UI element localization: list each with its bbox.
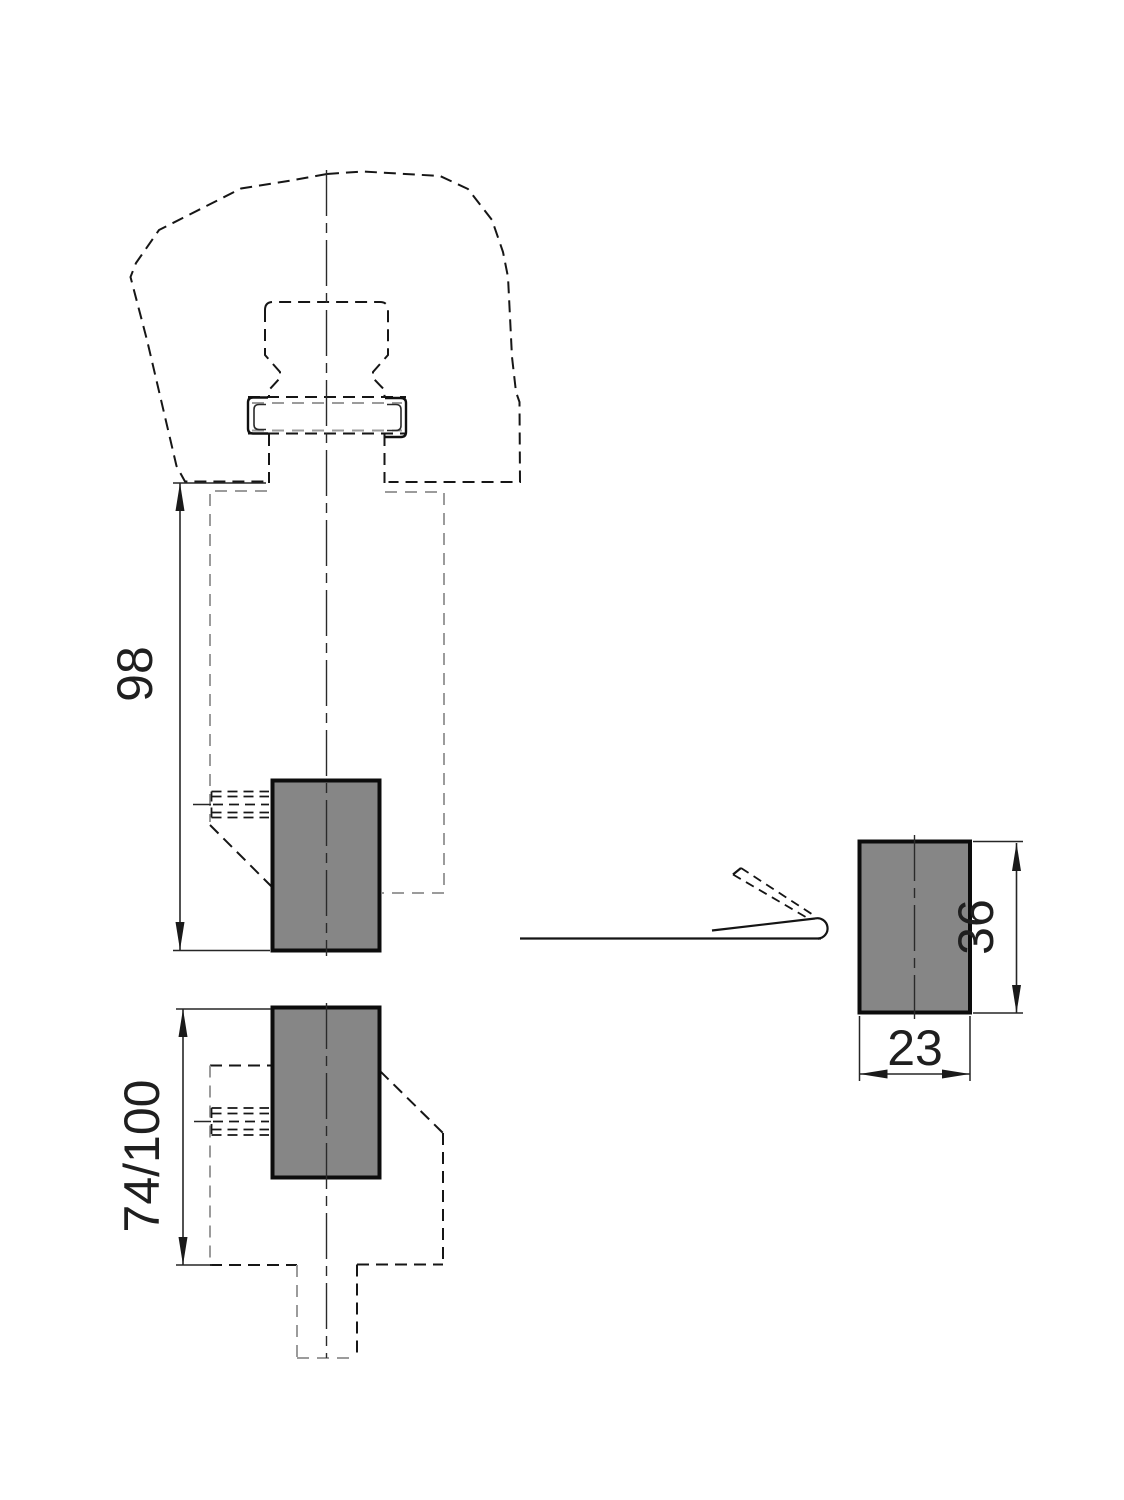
clamp-screw-upper: [193, 790, 284, 819]
clamp-chamfer-upper: [209, 824, 273, 888]
dim-23-arrow-right: [942, 1069, 970, 1079]
dimension-36: 36: [948, 840, 1023, 1014]
clip-retainer-left-inner: [253, 403, 266, 431]
t-slot-profile-left: [264, 310, 281, 397]
dimension-98: 98: [107, 482, 270, 952]
spring-upper-leg: [711, 917, 816, 932]
dimension-74-100: 74/100: [114, 1008, 271, 1266]
flat-spring: [520, 867, 829, 940]
machine-head-outline: [326, 170, 522, 483]
dim-74-arrow-up: [178, 1009, 188, 1037]
clip-retainer-left: [246, 396, 268, 435]
clamp-channel-right: [382, 491, 445, 894]
spring-free-leg-top: [740, 867, 815, 917]
dim-23-arrow-left: [859, 1069, 888, 1079]
front-view: 98: [107, 170, 522, 956]
t-slot-profile: [264, 301, 389, 397]
clamp-channel-left: [209, 490, 267, 822]
spring-free-leg-bottom: [732, 873, 811, 921]
dim-36-arrow-up: [1012, 843, 1021, 871]
dim-98-arrow-up: [175, 483, 185, 511]
dim-36-label: 36: [948, 899, 1004, 955]
dimension-23: 23: [858, 1016, 971, 1081]
dim-98-arrow-down: [175, 922, 185, 950]
clip-retainer-right-inner: [387, 403, 402, 432]
spring-hook-bend: [814, 917, 829, 940]
clamp-chamfer-lower: [379, 1070, 444, 1134]
spring-free-end-cap: [732, 867, 742, 876]
dim-36-arrow-down: [1012, 985, 1021, 1013]
dim-23-label: 23: [887, 1020, 943, 1076]
side-view: 36 23: [520, 835, 1023, 1081]
dim-74-arrow-down: [178, 1237, 188, 1265]
dim-74-label: 74/100: [114, 1080, 170, 1233]
dim-98-label: 98: [107, 646, 163, 702]
bottom-view: 74/100: [114, 1003, 444, 1359]
clip-retainer-right: [385, 396, 408, 439]
machine-head-outline-left: [129, 173, 328, 483]
